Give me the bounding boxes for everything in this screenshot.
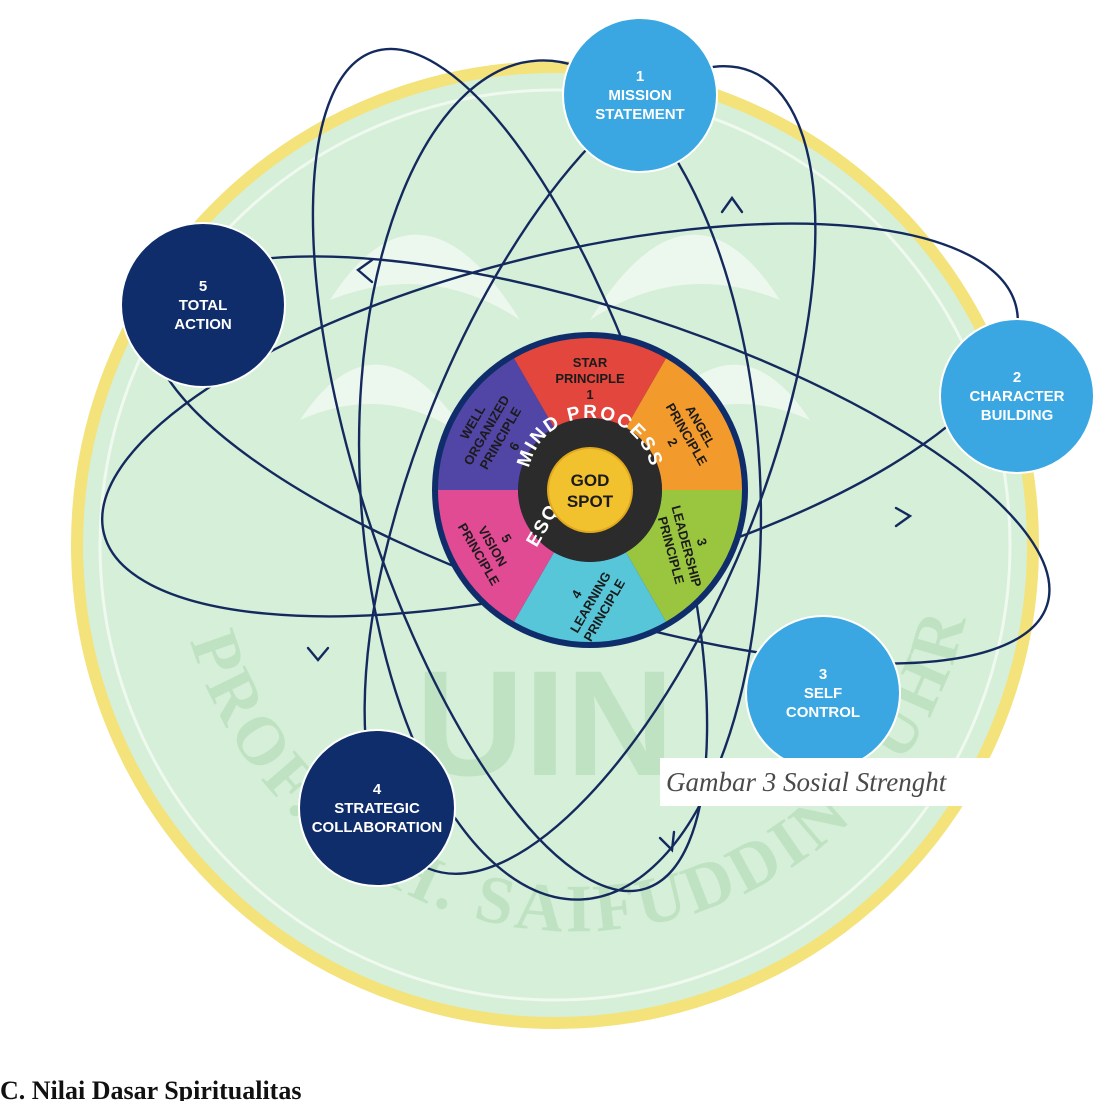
principle-label-star: PRINCIPLE xyxy=(555,371,625,386)
principle-wheel: STARPRINCIPLE1ANGELPRINCIPLE23LEADERSHIP… xyxy=(432,332,748,648)
node-label: STRATEGIC xyxy=(334,800,420,817)
node-label: TOTAL xyxy=(179,297,228,314)
god-spot-core xyxy=(547,447,633,533)
arrow-icon xyxy=(658,830,676,853)
orbit-arrows xyxy=(306,195,913,853)
sector-learning xyxy=(514,552,666,642)
node-label: 4 xyxy=(373,781,382,798)
node-label: 5 xyxy=(199,278,207,295)
sector-star xyxy=(514,337,666,428)
node-circle xyxy=(939,318,1095,474)
node-label: MISSION xyxy=(608,87,671,104)
sector-well-organized xyxy=(438,358,554,490)
node-label: CONTROL xyxy=(786,704,860,721)
core-label-line-2: SPOT xyxy=(567,492,614,511)
sector-angel xyxy=(626,358,742,490)
node-circle xyxy=(562,17,718,173)
sector-vision xyxy=(438,490,554,622)
node-circle xyxy=(298,729,456,887)
node-label: STATEMENT xyxy=(595,106,684,123)
orbit-ellipse xyxy=(357,59,763,901)
section-heading: C. Nilai Dasar Spiritualitas xyxy=(0,1076,302,1101)
arrow-icon xyxy=(306,646,330,662)
node-group: 1MISSIONSTATEMENT2CHARACTERBUILDING3SELF… xyxy=(120,17,1095,887)
principle-label-star: 1 xyxy=(586,387,593,402)
principle-label-star: STAR xyxy=(573,355,608,370)
sector-leadership xyxy=(626,490,742,622)
node-label: 1 xyxy=(636,68,644,85)
core-label-line-1: GOD xyxy=(571,471,610,490)
watermark-uin-text: UIN xyxy=(416,639,674,807)
node-label: COLLABORATION xyxy=(312,819,443,836)
node-label: ACTION xyxy=(174,316,232,333)
figure-caption: Gambar 3 Sosial Strenght xyxy=(660,758,996,806)
node-label: SELF xyxy=(804,685,842,702)
principle-label-leadership: 3 xyxy=(694,537,710,548)
node-label: 2 xyxy=(1013,369,1021,386)
arrow-icon xyxy=(894,506,913,528)
node-label: BUILDING xyxy=(981,407,1054,424)
node-label: CHARACTER xyxy=(970,388,1065,405)
orbit-ellipse xyxy=(363,65,817,875)
arrow-icon xyxy=(720,195,744,214)
node-circle xyxy=(120,222,286,388)
node-label: 3 xyxy=(819,666,827,683)
arrow-icon xyxy=(356,258,374,284)
